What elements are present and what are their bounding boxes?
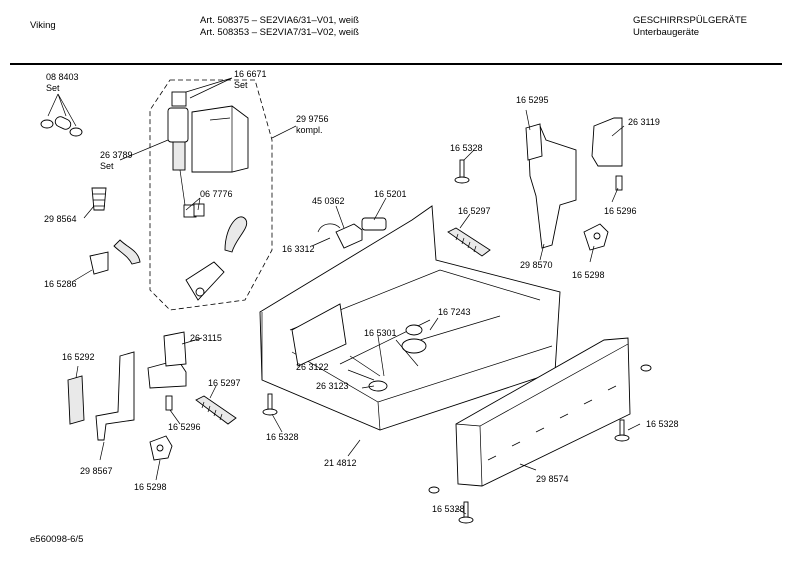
callout-299756-kompl: kompl. (296, 125, 323, 135)
callout-067776: 06 7776 (200, 189, 233, 199)
callout-263115: 26 3115 (190, 333, 222, 343)
callout-165328-left: 16 5328 (266, 432, 299, 442)
left-bracket-part (67, 331, 187, 461)
callout-263789: 26 3789 (100, 150, 133, 160)
callout-214812: 21 4812 (324, 458, 357, 468)
callout-299756: 29 9756 (296, 114, 329, 124)
callout-298570: 29 8570 (520, 260, 553, 270)
article-line-2: Art. 508353 – SE2VIA7/31–V02, weiß (200, 27, 359, 38)
spring-part (91, 187, 107, 211)
callout-165292: 16 5292 (62, 352, 95, 362)
callout-263119: 26 3119 (628, 117, 660, 127)
callout-163312: 16 3312 (282, 244, 315, 254)
callout-labels: 08 8403 Set 16 6671 Set 29 9756 kompl. 2… (44, 69, 679, 514)
connector-plate-part (185, 261, 225, 301)
hose-part (224, 216, 248, 253)
callout-088403-set: Set (46, 83, 60, 93)
callout-165328-right: 16 5328 (646, 419, 679, 429)
category-title: GESCHIRRSPÜLGERÄTE (633, 15, 748, 26)
header-divider (10, 63, 782, 65)
right-holder-part (591, 117, 623, 167)
callout-165297-top: 16 5297 (458, 206, 491, 216)
callout-165295: 16 5295 (516, 95, 549, 105)
base-tub-part (259, 205, 561, 431)
callout-165296-left: 16 5296 (168, 422, 201, 432)
callout-165298-left: 16 5298 (134, 482, 167, 492)
article-line-1: Art. 508375 – SE2VIA6/31–V01, weiß (200, 15, 359, 26)
screw-part-right (614, 419, 630, 442)
screw-part (454, 159, 470, 184)
screw-part-left (262, 393, 278, 416)
inlet-valve-part (167, 91, 249, 218)
right-cover-plate (525, 123, 543, 161)
callout-165301: 16 5301 (364, 328, 397, 338)
callout-165328-top: 16 5328 (450, 143, 483, 153)
callout-165296-top: 16 5296 (604, 206, 637, 216)
callout-088403: 08 8403 (46, 72, 79, 82)
assembly-boundary (149, 79, 273, 311)
article-numbers: Art. 508375 – SE2VIA6/31–V01, weiß Art. … (200, 15, 359, 39)
screw-head-part-2 (640, 364, 652, 372)
callout-165286: 16 5286 (44, 279, 77, 289)
door-strip-part (447, 227, 491, 257)
callout-263122: 26 3122 (296, 362, 329, 372)
pressure-switch-part (317, 217, 387, 249)
brand-label: Viking (30, 20, 56, 31)
callout-165201: 16 5201 (374, 189, 407, 199)
category-subtitle: Unterbaugeräte (633, 27, 700, 38)
callout-166671-set: Set (234, 80, 248, 90)
screw-head-part (428, 486, 440, 494)
callout-298567: 29 8567 (80, 466, 113, 476)
callout-166671: 16 6671 (234, 69, 267, 79)
callout-298574: 29 8574 (536, 474, 569, 484)
callout-263789-set: Set (100, 161, 114, 171)
callout-165298-top: 16 5298 (572, 270, 605, 280)
drain-hose-part (113, 239, 141, 265)
screw-part-bottom (458, 501, 474, 524)
seal-set-part (40, 116, 83, 137)
leader-lines (47, 77, 641, 515)
document-id: e560098-6/5 (30, 534, 84, 545)
clip-part (89, 251, 109, 275)
callout-298564: 29 8564 (44, 214, 77, 224)
front-panel-part (455, 337, 631, 487)
callout-165328-bottom: 16 5328 (432, 504, 465, 514)
category-block: GESCHIRRSPÜLGERÄTE Unterbaugeräte (633, 15, 747, 39)
callout-167243: 16 7243 (438, 307, 471, 317)
callout-450362: 45 0362 (312, 196, 345, 206)
callout-165297-left: 16 5297 (208, 378, 241, 388)
callout-263123: 26 3123 (316, 381, 349, 391)
